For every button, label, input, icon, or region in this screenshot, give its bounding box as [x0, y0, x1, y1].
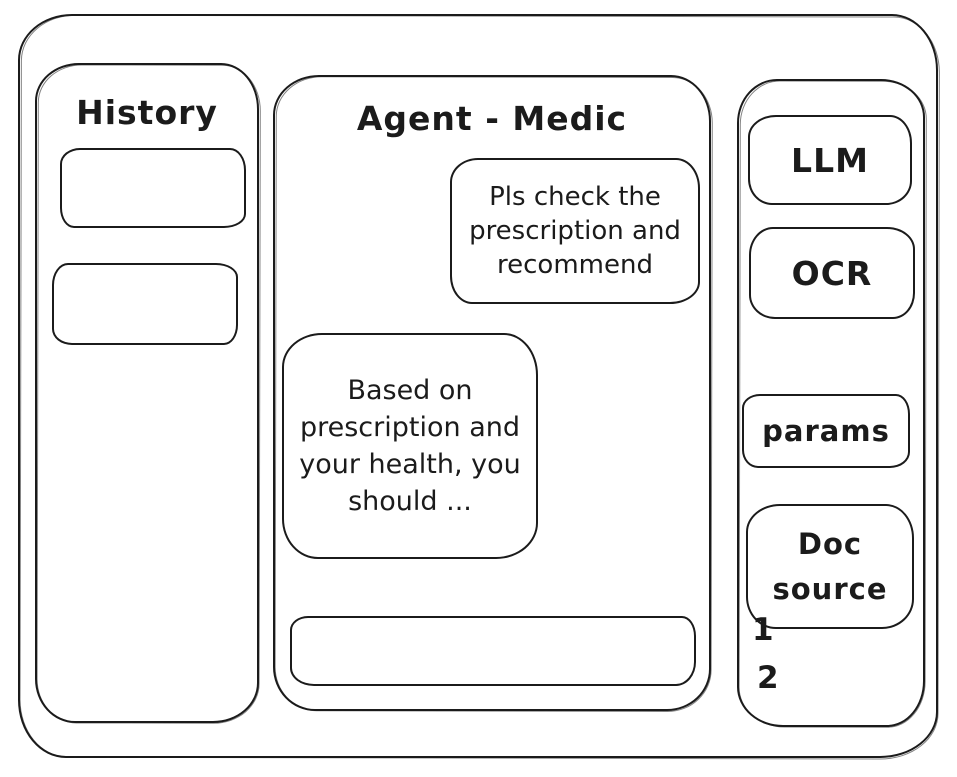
doc-source-item-1: 1 — [752, 612, 774, 648]
llm-button[interactable]: LLM — [748, 115, 912, 205]
user-message-bubble: Pls check the prescription and recommend — [450, 158, 700, 304]
doc-source-item-2: 2 — [757, 660, 779, 696]
app-frame: History Agent - Medic Pls check the pres… — [18, 14, 938, 758]
history-sidebar: History — [35, 63, 259, 723]
params-button[interactable]: params — [742, 394, 910, 468]
tools-sidebar: LLM OCR params Doc source 1 2 — [737, 79, 925, 727]
history-title: History — [76, 93, 218, 132]
message-input-box[interactable] — [290, 616, 696, 686]
chat-panel: Agent - Medic Pls check the prescription… — [273, 75, 711, 711]
message-input[interactable] — [292, 618, 694, 684]
ocr-button[interactable]: OCR — [749, 227, 915, 319]
history-item-2[interactable] — [52, 263, 238, 345]
agent-message-bubble: Based on prescription and your health, y… — [282, 333, 538, 559]
chat-title: Agent - Medic — [356, 99, 628, 138]
doc-source-button[interactable]: Doc source — [746, 504, 914, 629]
history-item-1[interactable] — [60, 148, 246, 228]
